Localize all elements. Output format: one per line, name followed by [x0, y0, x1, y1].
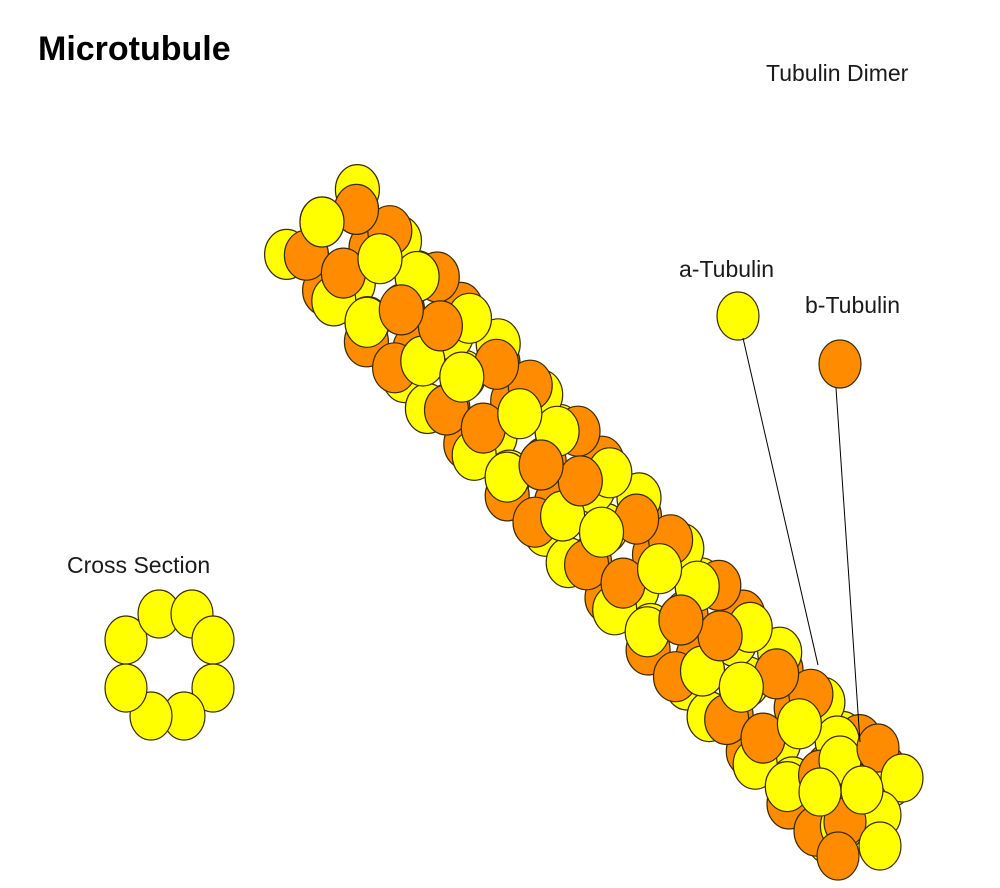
- beta-tubulin-subunit: [816, 831, 860, 881]
- beta-leader-line: [835, 387, 861, 743]
- alpha-tubulin-subunit: [798, 767, 842, 817]
- tubulin-dimer: [716, 291, 862, 389]
- beta-tubulin-subunit: [557, 455, 603, 507]
- alpha-leader-line: [742, 337, 819, 666]
- alpha-tubulin-subunit-callout: [716, 291, 760, 341]
- tubulin-dimer-heading: Tubulin Dimer: [766, 60, 909, 86]
- alpha-tubulin-label: a-Tubulin: [679, 256, 775, 282]
- beta-tubulin-subunit-callout: [818, 339, 862, 389]
- alpha-tubulin-subunit: [578, 506, 625, 558]
- beta-tubulin-subunit: [658, 594, 704, 646]
- beta-tubulin-subunit: [417, 300, 463, 352]
- alpha-tubulin-subunit: [718, 661, 764, 713]
- alpha-tubulin-subunit: [880, 753, 924, 803]
- leader-lines: [742, 337, 861, 743]
- alpha-tubulin-subunit: [439, 351, 485, 403]
- cross-section-label: Cross Section: [67, 552, 211, 578]
- alpha-tubulin-subunit: [858, 821, 902, 871]
- beta-tubulin-label: b-Tubulin: [805, 292, 901, 318]
- microtubule-body: [264, 164, 924, 881]
- alpha-tubulin-subunit: [776, 698, 823, 750]
- beta-tubulin-subunit: [518, 439, 564, 491]
- alpha-tubulin-subunit: [299, 196, 345, 248]
- cross-section-subunit: [191, 615, 235, 665]
- beta-tubulin-subunit: [697, 610, 743, 662]
- cross-section-ring: [104, 589, 235, 741]
- alpha-tubulin-subunit: [636, 543, 683, 595]
- alpha-tubulin-subunit: [357, 233, 403, 285]
- cross-section-subunit: [104, 663, 148, 713]
- page-title: Microtubule: [38, 30, 231, 68]
- cross-section-subunit: [191, 663, 235, 713]
- alpha-tubulin-subunit: [840, 765, 884, 815]
- beta-tubulin-subunit: [378, 284, 424, 336]
- alpha-tubulin-subunit: [497, 388, 543, 440]
